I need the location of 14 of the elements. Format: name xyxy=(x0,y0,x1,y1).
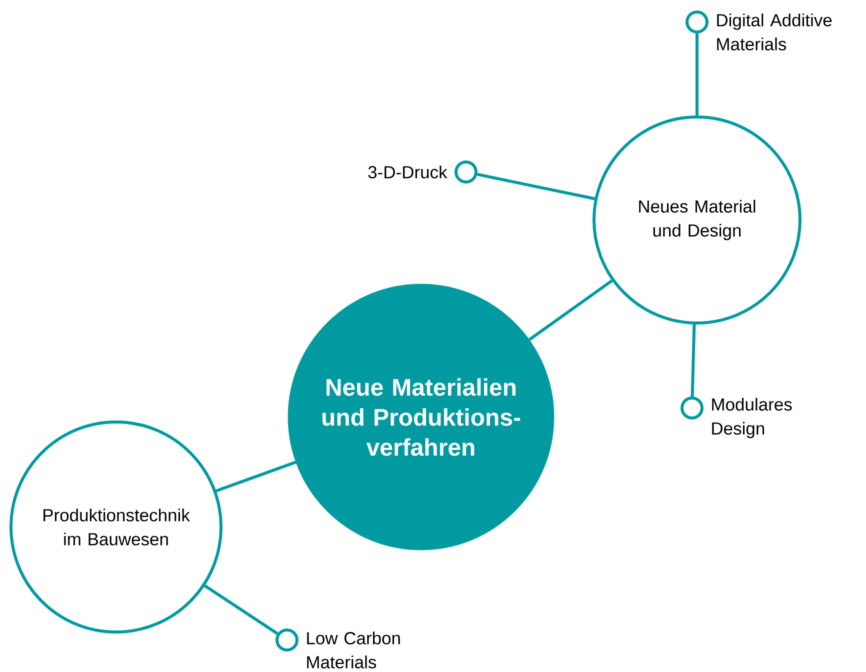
connector-line xyxy=(690,324,696,397)
connector-line xyxy=(204,584,278,635)
node-circle xyxy=(454,160,478,184)
item-label: 3-D-Druck xyxy=(368,166,448,178)
connector-line xyxy=(476,172,595,200)
node-circle xyxy=(276,628,298,652)
node-circle xyxy=(686,10,708,34)
connector-line xyxy=(216,460,296,492)
item-label: Low Carbon Materials xyxy=(307,632,400,668)
connector-line xyxy=(696,34,698,116)
node-circle xyxy=(680,396,704,420)
connector-line xyxy=(528,279,613,341)
item-label: Modulares Design xyxy=(712,398,792,438)
item-label: Digital Additive Materials xyxy=(717,14,832,50)
